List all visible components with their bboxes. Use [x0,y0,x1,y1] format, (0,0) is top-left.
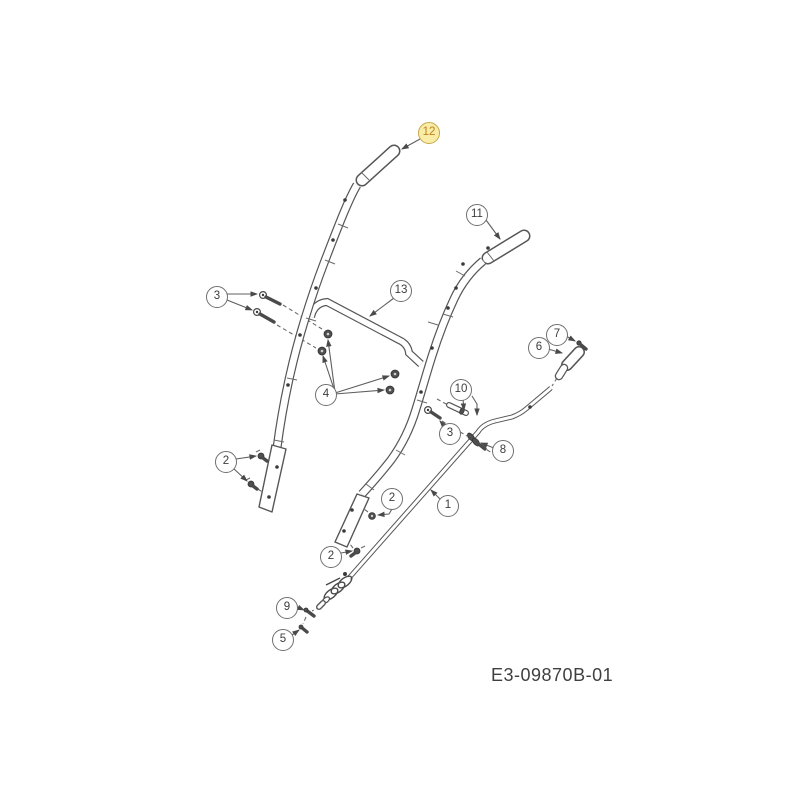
screw-7 [576,340,588,351]
bolt-3-lower [424,406,442,420]
callout-10[interactable]: 10 [450,379,472,401]
callout-2[interactable]: 2 [320,546,342,568]
callout-7[interactable]: 7 [546,324,568,346]
bolt-3a [259,291,282,306]
callout-9[interactable]: 9 [276,597,298,619]
callout-2[interactable]: 2 [381,488,403,510]
nuts-4 [317,329,400,395]
right-handle-tube [334,229,531,548]
left-handle-tube [258,144,401,513]
drawing-number: E3-09870B-01 [491,665,614,685]
callout-3[interactable]: 3 [439,423,461,445]
callout-6[interactable]: 6 [528,337,550,359]
callout-2[interactable]: 2 [215,451,237,473]
callout-8[interactable]: 8 [492,440,514,462]
callout-5[interactable]: 5 [272,629,294,651]
left-handle-bracket [258,444,287,513]
callout-4[interactable]: 4 [315,384,337,406]
callout-13[interactable]: 13 [390,280,412,302]
rod-crank-end [316,572,353,610]
callout-11[interactable]: 11 [466,204,488,226]
control-rod [298,340,588,634]
right-handle-bracket [334,493,370,548]
callout-1[interactable]: 1 [437,495,459,517]
nut-2c [368,512,376,520]
wingbolt-2a [255,449,269,463]
bolt-3b [253,308,276,324]
fasteners [245,291,400,558]
callout-12[interactable]: 12 [418,122,440,144]
screw-5 [298,624,309,634]
leader-lines [226,138,576,637]
cross-brace [307,297,424,367]
callout-3[interactable]: 3 [206,286,228,308]
